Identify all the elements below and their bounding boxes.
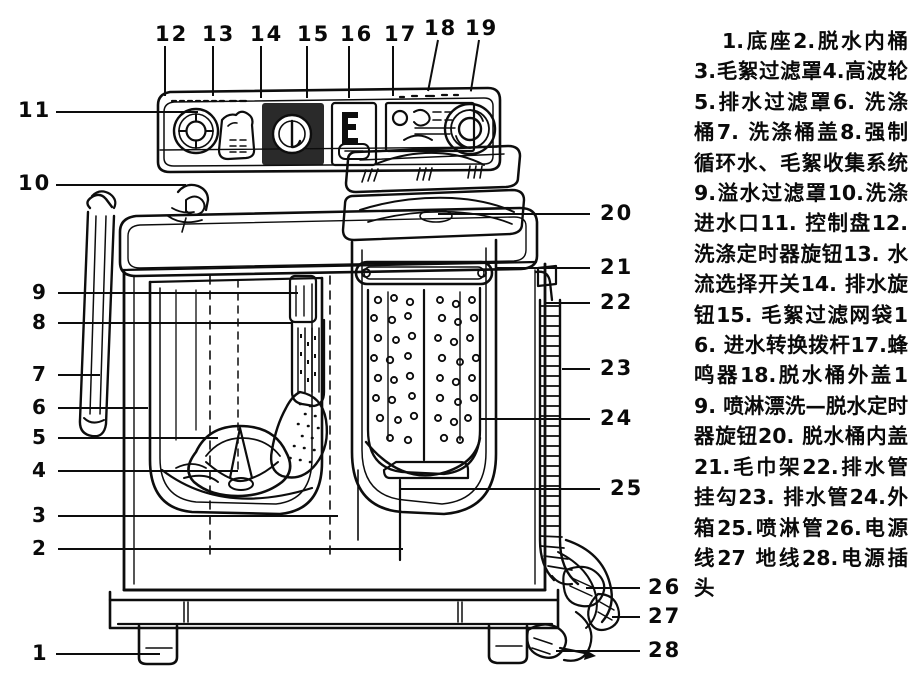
drain-knob [262, 103, 324, 165]
spray-pipe [357, 469, 402, 562]
spin-tub-outer-lid [344, 144, 522, 194]
callout-9: 9 [32, 280, 47, 304]
leader-15 [306, 46, 308, 98]
callout-11: 11 [18, 98, 52, 122]
inlet-lever-module [330, 101, 378, 167]
lint-filter-bag [269, 390, 329, 479]
overflow-filter-cover [288, 274, 318, 324]
leader-7 [58, 374, 100, 376]
spin-tub-inner-lid [341, 188, 526, 242]
leader-14 [260, 46, 262, 98]
control-panel [156, 86, 502, 174]
leader-23 [562, 368, 590, 370]
leader-25 [400, 488, 600, 490]
leader-17 [392, 46, 394, 96]
leveling-feet [137, 624, 529, 666]
callout-24: 24 [600, 406, 634, 430]
leader-6 [58, 407, 148, 409]
leader-28 [556, 650, 640, 652]
callout-28: 28 [648, 638, 682, 662]
callout-12: 12 [155, 22, 189, 46]
callout-21: 21 [600, 255, 634, 279]
wash-water-inlet [167, 183, 210, 233]
spin-timer-knob [443, 102, 497, 156]
callout-17: 17 [384, 22, 418, 46]
leader-27 [612, 616, 640, 618]
wash-timer-knob [172, 107, 220, 155]
callout-2: 2 [32, 536, 47, 560]
callout-10: 10 [18, 171, 52, 195]
leader-9 [58, 292, 298, 294]
callout-1: 1 [32, 641, 49, 665]
drain-filter-cover [175, 463, 219, 483]
towel-rack [354, 260, 494, 286]
washing-machine-illustration [78, 86, 621, 666]
leader-2 [58, 548, 403, 550]
callout-5: 5 [32, 425, 47, 449]
base [108, 588, 560, 630]
leader-3 [58, 515, 338, 517]
leader-22 [546, 302, 590, 304]
callout-8: 8 [32, 310, 47, 334]
spin-inner-basket [366, 286, 482, 480]
leader-4 [58, 470, 238, 472]
callout-15: 15 [297, 22, 331, 46]
callout-13: 13 [202, 22, 236, 46]
leader-5 [58, 437, 218, 439]
leader-24 [480, 418, 590, 420]
callout-23: 23 [600, 356, 634, 380]
cabinet-top-deck [118, 206, 539, 278]
leader-8 [58, 322, 293, 324]
callout-16: 16 [340, 22, 374, 46]
leader-11 [56, 111, 198, 113]
wash-tub-lid [78, 190, 117, 438]
leader-20 [438, 213, 590, 215]
callout-20: 20 [600, 201, 634, 225]
callout-25: 25 [610, 476, 644, 500]
callout-27: 27 [648, 604, 682, 628]
callout-6: 6 [32, 395, 47, 419]
outer-cabinet [122, 262, 547, 592]
circulation-lint-system [290, 318, 326, 408]
leader-13 [212, 46, 214, 96]
panel-right-marks [398, 93, 460, 99]
leader-16 [348, 46, 350, 98]
parts-legend: 1.底座2.脱水内桶3.毛絮过滤罩4.高波轮5.排水过滤罩6. 洗涤桶7. 洗涤… [694, 29, 908, 601]
callout-14: 14 [250, 22, 284, 46]
leader-26 [586, 587, 640, 589]
callout-7: 7 [32, 362, 47, 386]
leader-10 [56, 184, 186, 186]
leader-21 [496, 267, 590, 269]
spin-tub-assembly [350, 238, 498, 516]
callout-18: 18 [424, 16, 458, 40]
callout-19: 19 [465, 16, 499, 40]
callout-4: 4 [32, 458, 47, 482]
basket-perforations [370, 294, 481, 445]
callout-3: 3 [32, 503, 47, 527]
leader-1 [56, 653, 160, 655]
pulsator [187, 424, 292, 498]
leader-12 [164, 46, 166, 96]
flow-selector-switch [217, 110, 256, 161]
callout-26: 26 [648, 575, 682, 599]
drain-hose [534, 264, 580, 586]
callout-22: 22 [600, 290, 634, 314]
